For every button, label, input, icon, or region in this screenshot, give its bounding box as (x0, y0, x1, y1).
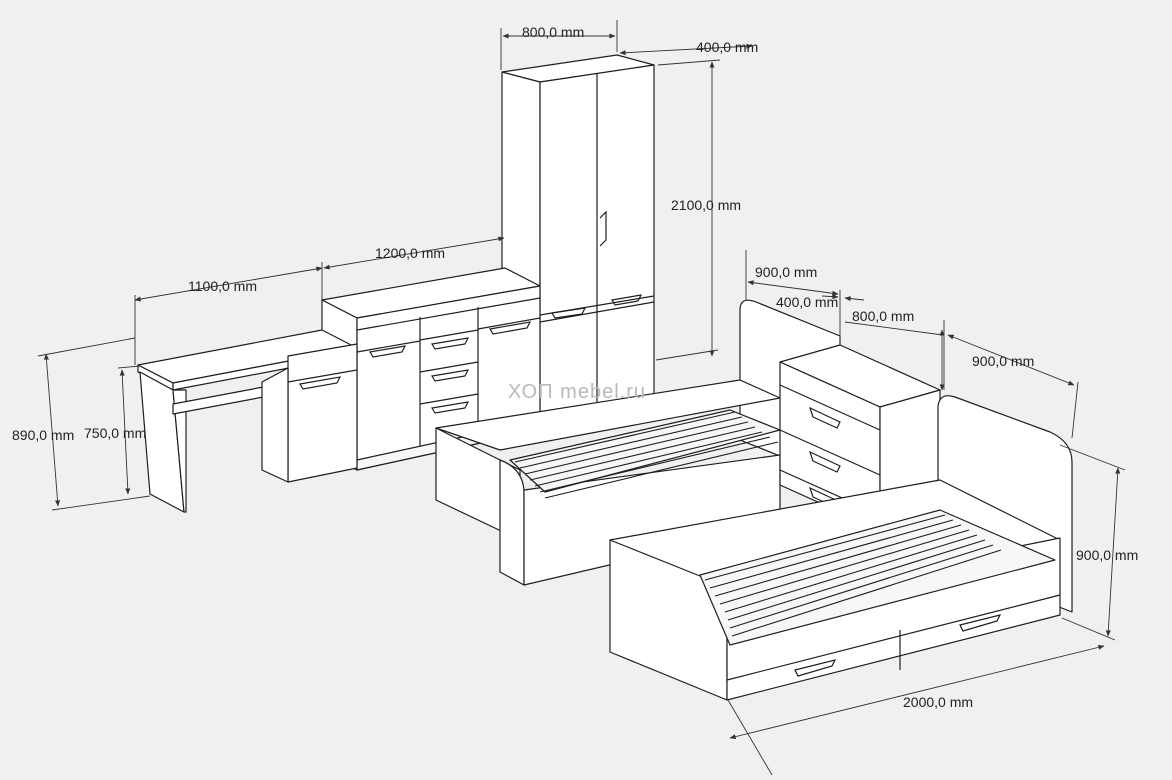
dim-desk-total-height: 890,0 mm (12, 427, 74, 443)
dimension-labels: 800,0 mm 400,0 mm 2100,0 mm 1200,0 mm 11… (12, 24, 1138, 710)
dim-dresser-height: 800,0 mm (852, 308, 914, 324)
dim-cabinet-width: 1200,0 mm (375, 245, 445, 261)
dim-bed-length: 2000,0 mm (903, 694, 973, 710)
dim-bed-width: 900,0 mm (972, 353, 1034, 369)
slats-front (704, 514, 1002, 637)
dim-wardrobe-depth: 400,0 mm (696, 39, 758, 55)
watermark: ХОП mebel.ru (508, 381, 646, 403)
dim-desk-top-height: 750,0 mm (84, 425, 146, 441)
dim-bed-headboard-height: 900,0 mm (1076, 547, 1138, 563)
dim-wardrobe-width: 800,0 mm (522, 24, 584, 40)
dimension-lines (37, 20, 1126, 776)
dim-wardrobe-height: 2100,0 mm (671, 197, 741, 213)
dim-dresser-width: 900,0 mm (755, 264, 817, 280)
dim-dresser-depth: 400,0 mm (776, 294, 838, 310)
desk (137, 329, 358, 513)
slats-back (514, 411, 779, 499)
dim-desk-width: 1100,0 mm (188, 278, 257, 294)
